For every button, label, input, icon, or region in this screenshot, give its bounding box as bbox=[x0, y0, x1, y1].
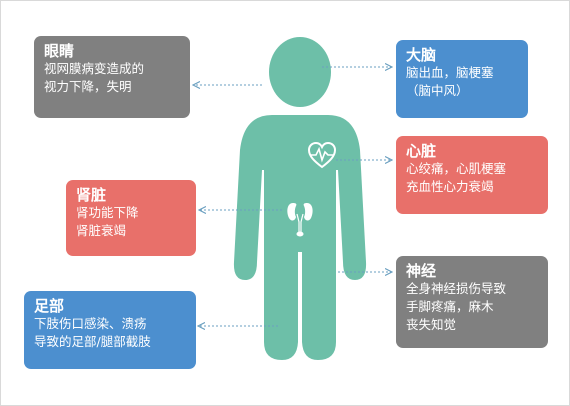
brain-line-1: 脑出血，脑梗塞 bbox=[406, 65, 494, 80]
kidney-line-2: 肾脏衰竭 bbox=[76, 223, 127, 238]
kidney-title: 肾脏 bbox=[76, 186, 107, 204]
eyes-line-1: 视网膜病变造成的 bbox=[44, 61, 145, 76]
connector-arrows bbox=[193, 67, 392, 326]
human-figure bbox=[233, 37, 367, 360]
kidney-box: 肾脏 肾功能下降 肾脏衰竭 bbox=[66, 180, 196, 256]
foot-line-1: 下肢伤口感染、溃疡 bbox=[34, 316, 147, 331]
heart-box: 心脏 心绞痛，心肌梗塞 充血性心力衰竭 bbox=[396, 136, 548, 214]
nerve-title: 神经 bbox=[406, 262, 437, 280]
eyes-box: 眼睛 视网膜病变造成的 视力下降，失明 bbox=[34, 36, 190, 118]
figure-body bbox=[233, 115, 367, 360]
figure-head bbox=[269, 37, 331, 107]
nerve-line-1: 全身神经损伤导致 bbox=[406, 281, 507, 296]
foot-box: 足部 下肢伤口感染、溃疡 导致的足部/腿部截肢 bbox=[24, 291, 196, 369]
kidneys-icon bbox=[287, 203, 313, 237]
heart-line-1: 心绞痛，心肌梗塞 bbox=[406, 161, 507, 176]
kidney-line-1: 肾功能下降 bbox=[76, 205, 139, 220]
heart-pulse-icon bbox=[307, 141, 337, 169]
brain-box: 大脑 脑出血，脑梗塞 （脑中风） bbox=[396, 40, 528, 118]
eyes-title: 眼睛 bbox=[44, 42, 75, 60]
heart-line-2: 充血性心力衰竭 bbox=[406, 179, 494, 194]
foot-title: 足部 bbox=[34, 297, 65, 315]
heart-title: 心脏 bbox=[406, 142, 437, 160]
foot-line-2: 导致的足部/腿部截肢 bbox=[34, 334, 151, 349]
brain-line-2: （脑中风） bbox=[406, 83, 469, 98]
brain-title: 大脑 bbox=[406, 46, 437, 64]
nerve-box: 神经 全身神经损伤导致 手脚疼痛，麻木 丧失知觉 bbox=[396, 256, 548, 348]
eyes-line-2: 视力下降，失明 bbox=[44, 79, 132, 94]
nerve-line-3: 丧失知觉 bbox=[406, 317, 457, 332]
nerve-line-2: 手脚疼痛，麻木 bbox=[406, 299, 494, 314]
